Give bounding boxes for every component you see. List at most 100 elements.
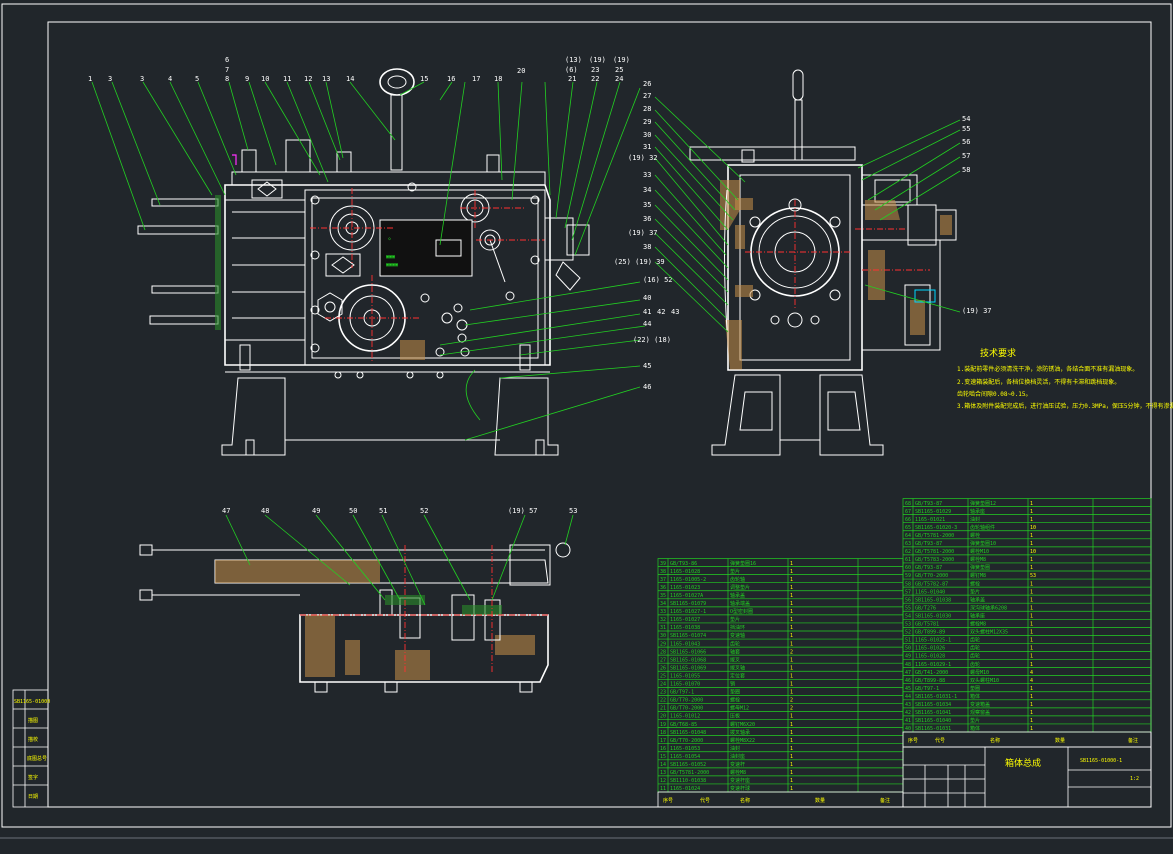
bom-cell: GB/T5781	[915, 622, 939, 628]
balloon: (22) (18)	[633, 336, 671, 344]
plan-leaders	[225, 514, 574, 606]
bom-cell: 螺钉M8	[970, 572, 986, 579]
balloon: (25) (19) 39	[614, 258, 665, 266]
bom-cell: SB1165-01034	[915, 702, 951, 708]
balloon: 16	[447, 75, 455, 83]
balloon: 15	[420, 75, 428, 83]
bom-cell: 螺栓M8	[730, 769, 746, 776]
plan-balloons: 47 48 49 50 51 52 (19) 57 53	[222, 507, 577, 515]
bom-cell: 螺栓	[730, 697, 740, 704]
balloon: 6	[225, 56, 229, 64]
balloon: (19) 37	[628, 229, 658, 237]
balloon: 8	[225, 75, 229, 83]
balloon: (6)	[565, 66, 578, 74]
bom-cell: GB/T68-85	[670, 722, 697, 728]
bom-cell: GB/T93-87	[915, 501, 942, 507]
bom-cell: 32	[660, 617, 666, 623]
balloon: 3	[140, 75, 144, 83]
balloon: 10	[261, 75, 269, 83]
sheet-outer-border	[1, 3, 1172, 828]
bom-cell: SB1165-01030	[915, 613, 951, 619]
bom-cell: 10	[1030, 525, 1036, 531]
bom-cell: GB/T70-2000	[670, 698, 703, 704]
bom-cell: 螺栓M8	[970, 621, 986, 628]
bom-cell: 65	[905, 525, 911, 531]
balloon: 44	[643, 320, 651, 328]
bom-cell: 60	[905, 565, 911, 571]
bom-cell: 2	[790, 649, 793, 655]
plan-view	[139, 542, 571, 693]
bom-cell: 1	[1030, 613, 1033, 619]
front-leaders	[91, 81, 646, 441]
bom-cell: 1165-01027-1	[670, 609, 706, 615]
bom-cell: 1	[790, 786, 793, 792]
svg-text:名称: 名称	[740, 797, 750, 804]
drawing-number: SB1165-01000-1	[1080, 758, 1122, 764]
balloon: 29	[643, 118, 651, 126]
bom-cell: 调整垫片	[730, 584, 750, 591]
balloon: 18	[494, 75, 502, 83]
bom-cell: 63	[905, 541, 911, 547]
balloon: 55	[962, 125, 970, 133]
bom-cell: 64	[905, 533, 911, 539]
side-view	[689, 69, 957, 456]
bom-cell: 油封座	[730, 753, 745, 760]
balloon: 54	[962, 115, 970, 123]
bom-cell: 58	[905, 581, 911, 587]
drawing-scale: 1:2	[1130, 776, 1139, 782]
balloon: 30	[643, 131, 651, 139]
bom-cell: 弹簧垫圈16	[730, 560, 756, 567]
strip-label: 日期	[28, 794, 38, 800]
bom-cell: GB/T276	[915, 605, 936, 611]
balloon: 24	[615, 75, 623, 83]
bom-cell: 33	[660, 609, 666, 615]
balloon: 33	[643, 171, 651, 179]
bom-cell: 54	[905, 613, 911, 619]
svg-text:名称: 名称	[990, 737, 1000, 744]
bom-cell: 48	[905, 662, 911, 668]
bom-cell: 21	[660, 706, 666, 712]
bom-cell: 11	[660, 786, 666, 792]
bom-cell: 1	[790, 593, 793, 599]
bom-cell: 1	[790, 682, 793, 688]
bom-cell: 轴承端盖	[730, 600, 750, 607]
balloon: 42	[657, 308, 665, 316]
balloon: 50	[349, 507, 357, 515]
bom-cell: 1	[1030, 605, 1033, 611]
balloon: 34	[643, 186, 651, 194]
bom-cell: 齿轮轴	[730, 576, 745, 583]
bom-header-left: 序号 代号 名称 数量 备注	[657, 791, 904, 808]
balloon: 13	[322, 75, 330, 83]
balloon: (19) 37	[962, 307, 992, 315]
svg-text:数量: 数量	[815, 797, 825, 804]
drawing-title: 箱体总成	[1005, 757, 1041, 769]
bom-cell: SB1165-01074	[670, 633, 706, 639]
bom-cell: 45	[905, 686, 911, 692]
bom-cell: 22	[660, 698, 666, 704]
bom-cell: 40	[905, 726, 911, 732]
balloon: 31	[643, 143, 651, 151]
bom-cell: 1	[1030, 630, 1033, 636]
balloon: (19) 32	[628, 154, 658, 162]
bom-cell: 4	[1030, 678, 1033, 684]
bom-cell: 齿轮	[970, 637, 980, 644]
bom-cell: SB1165-01020-3	[915, 525, 957, 531]
bom-cell: 59	[905, 573, 911, 579]
balloon: (13)	[565, 56, 582, 64]
bom-cell: 1165-01023	[670, 585, 700, 591]
svg-text:序号: 序号	[908, 737, 918, 744]
balloon: 1	[88, 75, 92, 83]
bom-cell: 1	[790, 625, 793, 631]
bom-cell: 观察窗盖	[970, 709, 990, 716]
bom-cell: 1165-01029-1	[915, 662, 951, 668]
bom-cell: SB1165-01066	[670, 649, 706, 655]
balloon: 3	[108, 75, 112, 83]
bom-cell: 17	[660, 738, 666, 744]
bom-cell: 箱体	[970, 693, 980, 700]
bom-cell: 螺母M10	[970, 669, 989, 676]
bom-cell: 28	[660, 649, 666, 655]
bom-cell: 68	[905, 501, 911, 507]
bom-cell: SB1165-01040	[915, 718, 951, 724]
bom-cell: 23	[660, 690, 666, 696]
